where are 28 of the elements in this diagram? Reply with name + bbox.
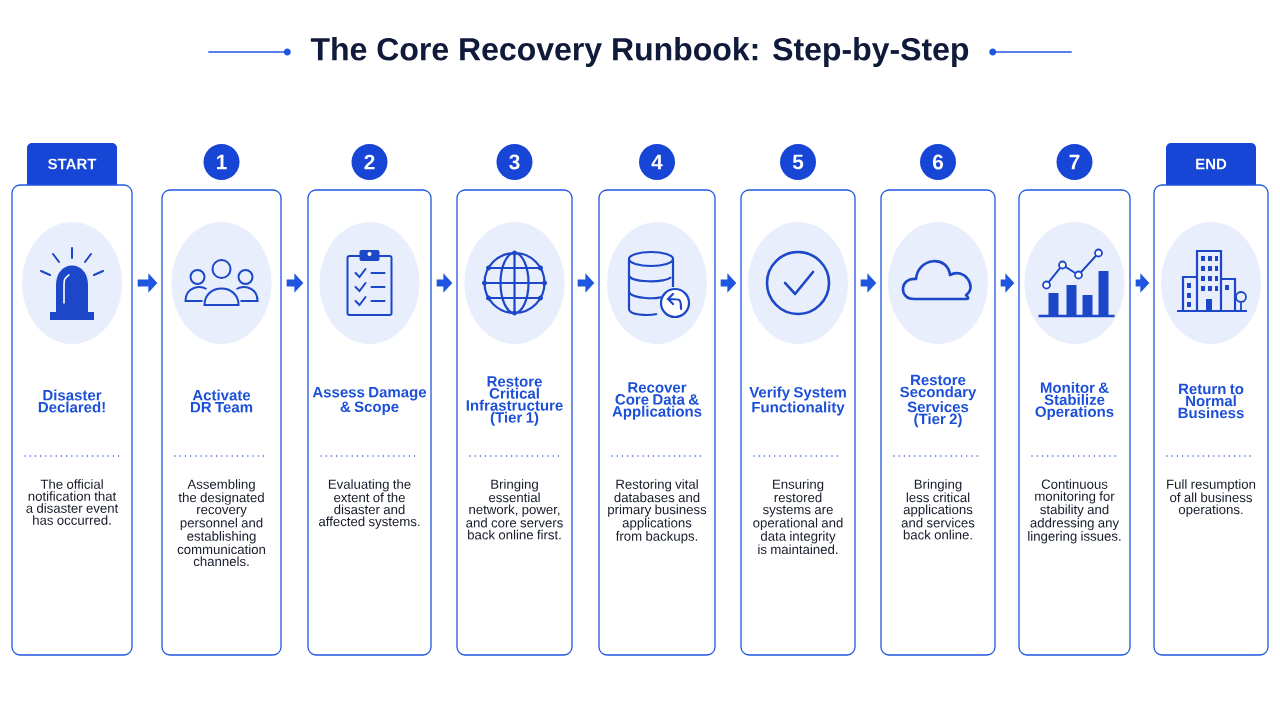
step-number-badge: 6 — [920, 144, 956, 180]
step-description: The official notification that a disaster event has occurred. — [26, 479, 119, 525]
step-title: Disaster Declared! — [38, 389, 105, 413]
step-description: Ensuring restored systems are operational and data integrity is maintained. — [753, 479, 843, 555]
step-description: Evaluating the extent of the disaster and affected systems. — [319, 479, 420, 529]
step-title: Return to Normal Business — [1178, 383, 1244, 419]
step-description: Continuous monitoring for stability and addressing any lingering issues. — [1028, 479, 1121, 544]
label-tab: START — [27, 143, 117, 188]
step-number-badge: 1 — [203, 144, 240, 180]
step-number-badge: 3 — [496, 144, 533, 180]
step-number-badge: 5 — [780, 144, 816, 180]
label-tab: END — [1166, 143, 1256, 188]
step-title: Activate DR Team — [191, 389, 253, 413]
step-description: Restoring vital databases and primary business applications from backups. — [608, 479, 707, 544]
step-number-badge: 4 — [639, 144, 675, 180]
step-title: Monitor & Stabilize Operations — [1035, 382, 1114, 420]
step-title: Verify System Functionality — [749, 386, 846, 416]
step-title: Assess Damage & Scope — [312, 386, 427, 416]
step-title: Restore Secondary Services (Tier 2) — [900, 374, 977, 428]
step-description: Full resumption of all business operations. — [1167, 479, 1256, 517]
step-description: Bringing essential network, power, and core servers back online first. — [466, 479, 563, 540]
step-number-badge: 2 — [351, 144, 388, 180]
title: The Core Recovery Runbook: Step-by-Step — [310, 37, 969, 67]
step-description: Bringing less critical applications and services back online. — [901, 479, 975, 540]
step-number-badge: 7 — [1056, 144, 1093, 180]
step-title: Recover Core Data & Applications — [612, 382, 702, 420]
step-title: Restore Critical Infrastructure (Tier 1) — [466, 376, 563, 426]
step-description: Assembling the designated recovery personnel and establishing communication channels. — [177, 479, 266, 567]
